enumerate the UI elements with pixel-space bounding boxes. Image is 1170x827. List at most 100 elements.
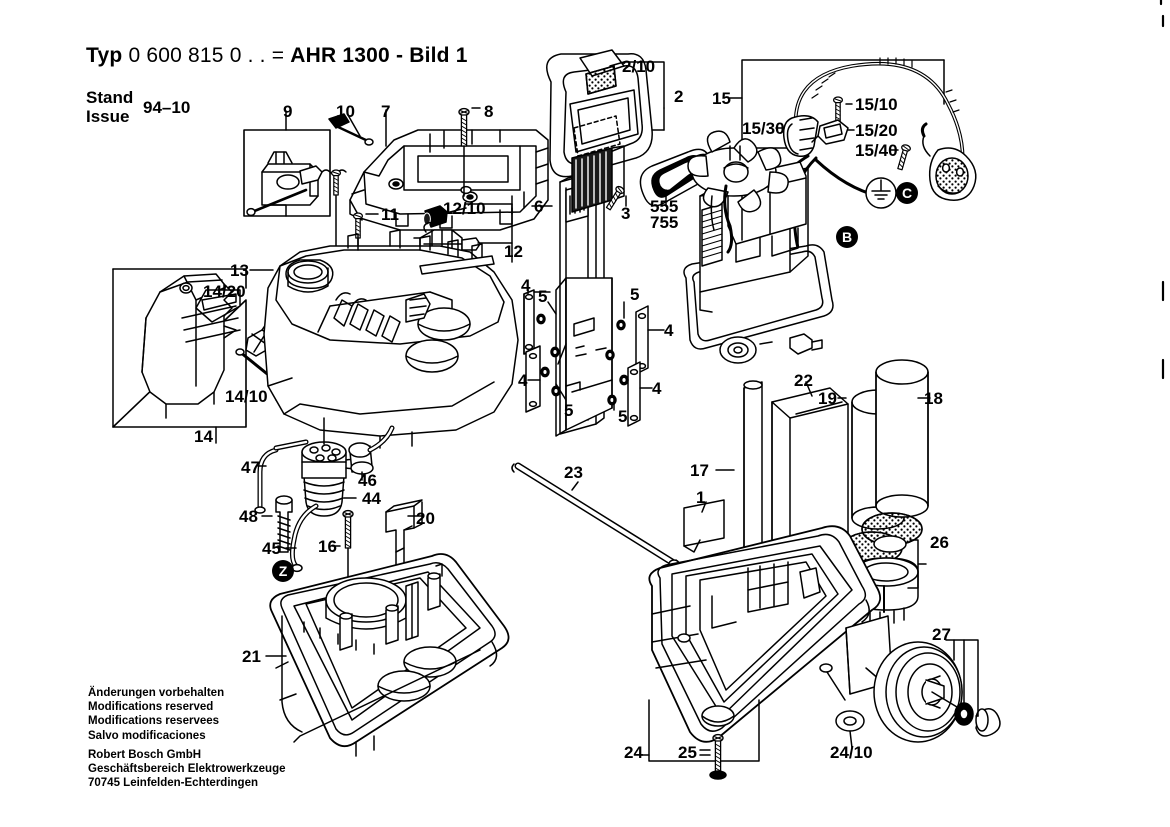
callout-17: 17	[690, 461, 709, 480]
callout-46: 46	[358, 471, 377, 490]
part-1-nameplate	[683, 499, 725, 553]
callout-5-b: 5	[630, 285, 640, 304]
callout-22: 22	[794, 371, 813, 390]
footer-line-es: Salvo modificaciones	[88, 729, 206, 742]
title-model: AHR 1300	[290, 44, 390, 67]
footer-line-en: Modifications reserved	[88, 701, 214, 714]
footer-line-fr: Modifications reservees	[88, 715, 220, 728]
earth-symbol	[865, 177, 897, 209]
part-13-housing	[249, 229, 519, 449]
footer-company-name: Robert Bosch GmbH	[88, 748, 202, 761]
footer-company-division: Geschäftsbereich Elektrowerkzeuge	[88, 763, 286, 776]
callout-4-d: 4	[652, 379, 662, 398]
callout-24-10: 24/10	[830, 743, 873, 762]
rail-4-lower-left	[525, 345, 541, 413]
callout-23: 23	[564, 463, 583, 482]
callout-4-b: 4	[664, 321, 674, 340]
part-mounting-plate	[523, 277, 665, 437]
part-44-46-pump-head	[301, 417, 395, 517]
part-2-handle	[546, 49, 665, 178]
title-dash: -	[395, 44, 404, 67]
callout-7: 7	[381, 102, 391, 121]
callout-15-40: 15/40	[855, 141, 898, 160]
part-9-switch-assembly	[243, 111, 347, 217]
callout-13: 13	[230, 261, 249, 280]
title-figure: Bild 1	[409, 44, 468, 67]
part-3-screw	[603, 184, 627, 212]
marker-c: C	[896, 182, 918, 204]
marker-z: Z	[272, 560, 294, 582]
callout-15-10: 15/10	[855, 95, 898, 114]
rail-4-lower-right	[627, 361, 641, 427]
callout-10: 10	[336, 102, 355, 121]
motor-fan	[687, 130, 789, 213]
footer-company-address: 70745 Leinfelden-Echterdingen	[88, 777, 258, 790]
part-15-30-strain-relief	[775, 115, 819, 158]
page-title: Typ 0 600 815 0 . . = AHR 1300 - Bild 1	[86, 44, 468, 68]
callout-9: 9	[283, 102, 293, 121]
part-47-hose	[254, 439, 309, 514]
callout-1: 1	[696, 488, 706, 507]
part-18-cylinder	[875, 359, 931, 518]
callout-4-c: 4	[518, 371, 528, 390]
registration-ticks	[1159, 0, 1165, 380]
part-14-cover	[141, 273, 241, 419]
callout-24: 24	[624, 743, 643, 762]
callout-26: 26	[930, 533, 949, 552]
callout-5-a: 5	[538, 287, 548, 306]
callout-15-20: 15/20	[855, 121, 898, 140]
motor-assembly	[683, 130, 834, 364]
callout-25: 25	[678, 743, 697, 762]
callout-14-10: 14/10	[225, 387, 268, 406]
part-15-40-screw	[889, 143, 912, 172]
title-equals: =	[271, 44, 285, 67]
part-7-frame	[349, 109, 549, 231]
callout-6: 6	[534, 197, 544, 216]
callout-12: 12	[504, 242, 523, 261]
callout-48: 48	[239, 507, 258, 526]
callout-18: 18	[924, 389, 943, 408]
callout-11: 11	[381, 205, 399, 224]
rail-4-upper-left	[523, 289, 535, 355]
part-48-valve	[261, 495, 293, 553]
part-15-20-clamp	[811, 119, 855, 145]
part-10-pin	[328, 113, 374, 146]
part-23-tube	[511, 462, 681, 569]
callout-21: 21	[242, 647, 261, 666]
title-type-number: 0 600 815 0 . .	[128, 44, 266, 67]
part-15-10-screw	[832, 96, 853, 123]
callout-8: 8	[484, 102, 494, 121]
callout-12-10: 12/10	[443, 199, 486, 218]
title-typ-label: Typ	[86, 44, 123, 67]
callout-2-10: 2/10	[622, 57, 656, 76]
part-8-screw	[458, 107, 481, 197]
callout-2: 2	[674, 87, 684, 106]
callout-15: 15	[712, 89, 731, 108]
callout-15-30: 15/30	[742, 119, 785, 138]
issue-label: Issue	[86, 107, 130, 126]
callout-44: 44	[362, 489, 381, 508]
callout-5-c: 5	[564, 401, 574, 420]
rail-4-upper-right	[635, 305, 649, 375]
part-6-grille	[571, 145, 625, 213]
part-27-wheel	[873, 639, 1001, 743]
callout-27: 27	[932, 625, 951, 644]
stand-value: 94–10	[143, 98, 191, 117]
callout-16: 16	[318, 537, 337, 556]
callout-555: 555	[650, 197, 679, 216]
part-21-lower-housing	[265, 553, 510, 757]
callout-4-a: 4	[521, 276, 531, 295]
stand-label: Stand	[86, 88, 134, 107]
footer-legal-block: Änderungen vorbehalten Modifications res…	[88, 686, 286, 790]
callout-14-20: 14/20	[203, 282, 246, 301]
screw-9	[330, 169, 342, 196]
callout-3: 3	[621, 204, 631, 223]
callout-47: 47	[241, 458, 260, 477]
stand-issue-label: Stand Issue	[86, 88, 133, 126]
part-45-hose	[285, 503, 319, 573]
callout-19: 19	[818, 389, 837, 408]
part-25-screw	[699, 733, 727, 780]
callout-755: 755	[650, 213, 679, 232]
